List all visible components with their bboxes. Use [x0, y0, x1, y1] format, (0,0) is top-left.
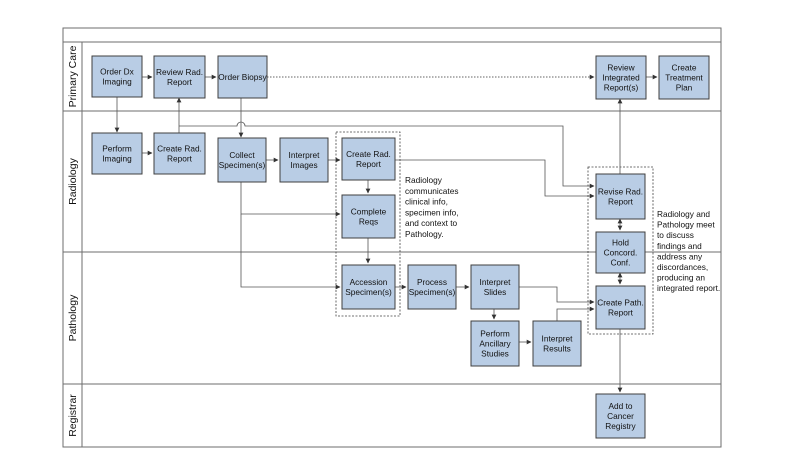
communication-group — [335, 131, 401, 317]
step-interpret-images-box — [279, 137, 329, 183]
step-order-dx-imaging-box — [91, 55, 143, 98]
step-create-path-report-label: Create Path.Report — [597, 297, 644, 317]
note-radiology-pathology-meet: Radiology and Pathology meet to discuss … — [657, 209, 720, 293]
step-create-rad-report-2: Create Rad.Report — [341, 137, 396, 181]
step-review-integrated-reports-box — [595, 55, 647, 100]
step-review-rad-report-label: Review Rad.Report — [156, 67, 203, 87]
step-accession-specimens-box — [341, 264, 396, 310]
lane-label-radiology: Radiology — [67, 157, 79, 204]
note-radiology-communicates: Radiology communicates clinical info, sp… — [405, 175, 461, 239]
step-create-rad-report-2-label: Create Rad.Report — [346, 149, 391, 169]
step-hold-concord-conf-box — [595, 231, 646, 274]
lane-label-registrar: Registrar — [67, 394, 79, 437]
step-perform-imaging-box — [91, 132, 143, 175]
step-order-biopsy: Order Biopsy — [217, 55, 268, 99]
step-complete-reqs-box — [341, 194, 396, 239]
step-create-treatment-plan-box — [658, 55, 710, 100]
connectors — [114, 74, 658, 393]
step-collect-specimens-box — [217, 137, 267, 183]
step-interpret-slides-box — [470, 264, 520, 310]
step-revise-rad-report: Revise Rad.Report — [595, 173, 646, 220]
step-add-to-cancer-registry-box — [595, 393, 646, 439]
step-review-rad-report: Review Rad.Report — [153, 55, 206, 99]
lane-label-pathology: Pathology — [67, 294, 79, 341]
concordance-group — [587, 166, 654, 335]
lane-label-primary-care: Primary Care — [67, 45, 79, 107]
step-create-path-report-box — [595, 285, 646, 330]
step-create-path-report: Create Path.Report — [595, 285, 646, 330]
step-create-rad-report-2-box — [341, 137, 396, 181]
step-order-biopsy-label: Order Biopsy — [218, 72, 267, 82]
step-review-rad-report-box — [153, 55, 206, 99]
step-revise-rad-report-label: Revise Rad.Report — [598, 186, 643, 206]
step-perform-ancillary-studies-box — [470, 320, 520, 367]
step-create-rad-report-1-box — [153, 132, 206, 175]
step-interpret-results-box — [532, 320, 582, 367]
step-revise-rad-report-box — [595, 173, 646, 220]
step-create-rad-report-1-label: Create Rad.Report — [157, 143, 202, 163]
step-order-biopsy-box — [217, 55, 268, 99]
step-create-rad-report-1: Create Rad.Report — [153, 132, 206, 175]
step-process-specimens-box — [407, 264, 457, 310]
